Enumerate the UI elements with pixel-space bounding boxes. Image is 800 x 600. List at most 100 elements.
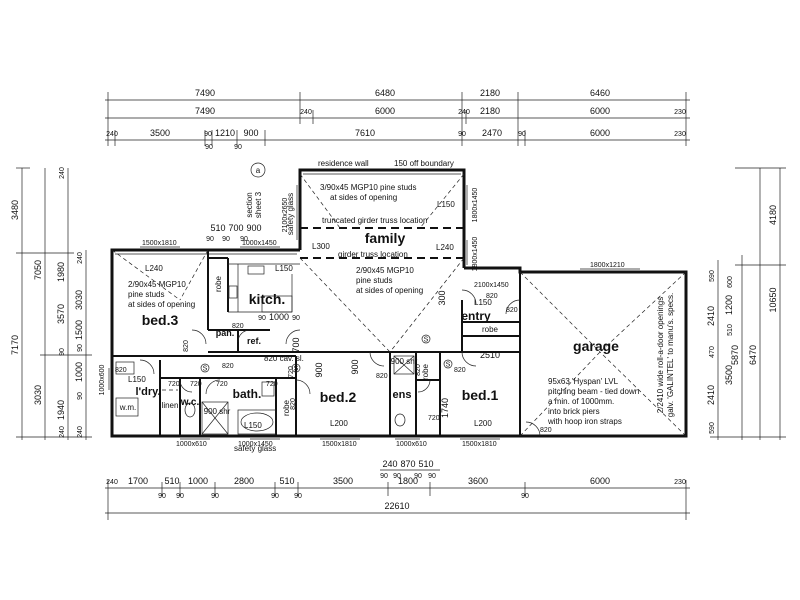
marker-circle-1 — [200, 363, 210, 373]
room-pantry: pan. — [216, 328, 235, 338]
dim-left-outer-2: 7170 — [10, 335, 20, 355]
door-swings — [139, 289, 541, 437]
notes: residence wall 150 off boundary 3/90x45 … — [128, 159, 675, 453]
window-linen: 1000x610 — [176, 441, 207, 448]
marker-circle-3 — [421, 334, 431, 344]
dim-bottom-cluster-sub-4: 90 — [428, 473, 436, 480]
marker-circle-4 — [443, 359, 453, 369]
dim-bottom-8: 1800 — [398, 476, 418, 486]
note-studs-3: 2/90x45 MGP10 — [128, 280, 186, 289]
note-hyspan-2: pitching beam - tied down — [548, 387, 639, 396]
note-studs-3b: pine studs — [128, 290, 164, 299]
note-studs-2b: pine studs — [356, 276, 392, 285]
dim-left-inner-4: 90 — [59, 348, 66, 356]
kitchen-sub-3: 90 — [240, 236, 248, 243]
dim-bottom-sub-5: 90 — [294, 493, 302, 500]
window-bed3: 1500x1810 — [142, 240, 177, 247]
door-label-17: 720 — [190, 381, 202, 388]
room-linen: linen — [162, 401, 179, 410]
interior-walls — [112, 250, 521, 436]
dim-top-r2-5: 2180 — [480, 106, 500, 116]
dim-bottom-total: 22610 — [384, 501, 409, 511]
dim-top-r2-4: 240 — [458, 109, 470, 116]
dim-top-r2-7: 230 — [674, 109, 686, 116]
kitchen-dim-1: 510 — [210, 223, 225, 233]
kitchen-dim-3: 900 — [246, 223, 261, 233]
lintel-family-1: L150 — [437, 200, 455, 209]
kitchen-dim-2: 700 — [228, 223, 243, 233]
marker-2: S — [294, 366, 299, 373]
marker-circle-2 — [291, 363, 301, 373]
note-roller-2: galv. 'GALINTEL' to manu's. specs. — [666, 293, 675, 417]
dim-right-inner-3: 2410 — [706, 306, 716, 326]
dim-bottom-5: 2800 — [234, 476, 254, 486]
door-label-10: 820 — [376, 373, 388, 380]
dim-right-mid-1: 5870 — [730, 345, 740, 365]
lintels: L150 L300 L240 L240 L150 L150 L150 L200 … — [128, 200, 492, 430]
dim-right-inner-5: 510 — [727, 324, 734, 336]
dim-left-inner-7: 90 — [77, 344, 84, 352]
dim-left-inner2-4: 240 — [77, 426, 84, 438]
note-studs-1: 3/90x45 MGP10 pine studs — [320, 183, 417, 192]
robe-bed2: robe — [282, 399, 291, 416]
dim-top-sub-1: 90 — [205, 144, 213, 151]
bottom-dimensions: 240 1700 510 1000 2800 510 3500 1800 360… — [105, 459, 690, 520]
room-fridge: ref. — [247, 336, 261, 346]
marker-3: S — [424, 337, 429, 344]
dim-left-inner2-3: 90 — [77, 392, 84, 400]
window-bath: 1000x1450 — [238, 441, 273, 448]
note-studs-1b: at sides of opening — [330, 193, 397, 202]
misc-dimensions: 510 700 900 90 90 90 90 1000 90 900 900 … — [206, 223, 500, 418]
lintel-entry: L150 — [474, 298, 492, 307]
dim-left-inner-5: 1500 — [74, 320, 84, 340]
shower-ens: 900 shr — [391, 357, 418, 366]
lintel-laundry: L150 — [128, 375, 146, 384]
dim-left-inner-9: 240 — [59, 426, 66, 438]
dim-right-inner-2: 600 — [727, 276, 734, 288]
room-entry: entry — [461, 309, 491, 323]
room-bath: bath. — [233, 387, 262, 401]
dim-bottom-cluster-sub-1: 90 — [380, 473, 388, 480]
note-safety-glass-1: safety glass — [286, 193, 295, 235]
dim-bottom-sub-3: 90 — [211, 493, 219, 500]
room-kitchen: kitch. — [249, 291, 286, 307]
dim-top-r3-4: 1210 — [215, 128, 235, 138]
dim-top-4: 6460 — [590, 88, 610, 98]
door-label-7: 720 — [266, 381, 278, 388]
room-labels: family kitch. bed.3 bed.2 bed.1 garage e… — [119, 230, 619, 416]
dim-top-r2-6: 6000 — [590, 106, 610, 116]
room-garage: garage — [573, 338, 619, 354]
dim-right-outer-1: 4180 — [768, 205, 778, 225]
window-bed1: 1500x1810 — [462, 441, 497, 448]
dim-top-r3-5: 900 — [243, 128, 258, 138]
dim-left-outer-1: 3480 — [10, 200, 20, 220]
robe-ens: robe — [421, 363, 430, 380]
section-marker-label: a — [256, 166, 261, 175]
door-label-11: 820 — [415, 364, 422, 376]
kitchen-mid-3: 90 — [292, 315, 300, 322]
dim-bottom-1: 240 — [106, 479, 118, 486]
dim-bottom-cluster-2: 870 — [400, 459, 415, 469]
dim-right-inner-4: 1200 — [724, 295, 734, 315]
sheet-label: sheet 3 — [254, 191, 263, 218]
dim-bottom-cluster-1: 240 — [382, 459, 397, 469]
dim-700: 700 — [291, 337, 301, 352]
dim-top-r3-6: 7610 — [355, 128, 375, 138]
dim-right-inner-7: 3500 — [724, 365, 734, 385]
dim-top-r3-3: 90 — [204, 131, 212, 138]
dim-900-b: 900 — [314, 362, 324, 377]
window-kitchen: 1000x1450 — [242, 240, 277, 247]
dim-bottom-sub-4: 90 — [271, 493, 279, 500]
dim-bottom-4: 1000 — [188, 476, 208, 486]
dim-right-mid-2: 6470 — [748, 345, 758, 365]
kitchen-sub-2: 90 — [222, 236, 230, 243]
note-studs-3c: at sides of opening — [128, 300, 195, 309]
window-family-r2: 1800x1450 — [472, 237, 479, 272]
kitchen-mid-1: 90 — [258, 315, 266, 322]
dim-bottom-9: 3600 — [468, 476, 488, 486]
dim-bottom-11: 230 — [674, 479, 686, 486]
dim-top-r3-2: 3500 — [150, 128, 170, 138]
door-label-1: 820 — [183, 340, 190, 352]
dim-bottom-2: 1700 — [128, 476, 148, 486]
note-studs-2c: at sides of opening — [356, 286, 423, 295]
